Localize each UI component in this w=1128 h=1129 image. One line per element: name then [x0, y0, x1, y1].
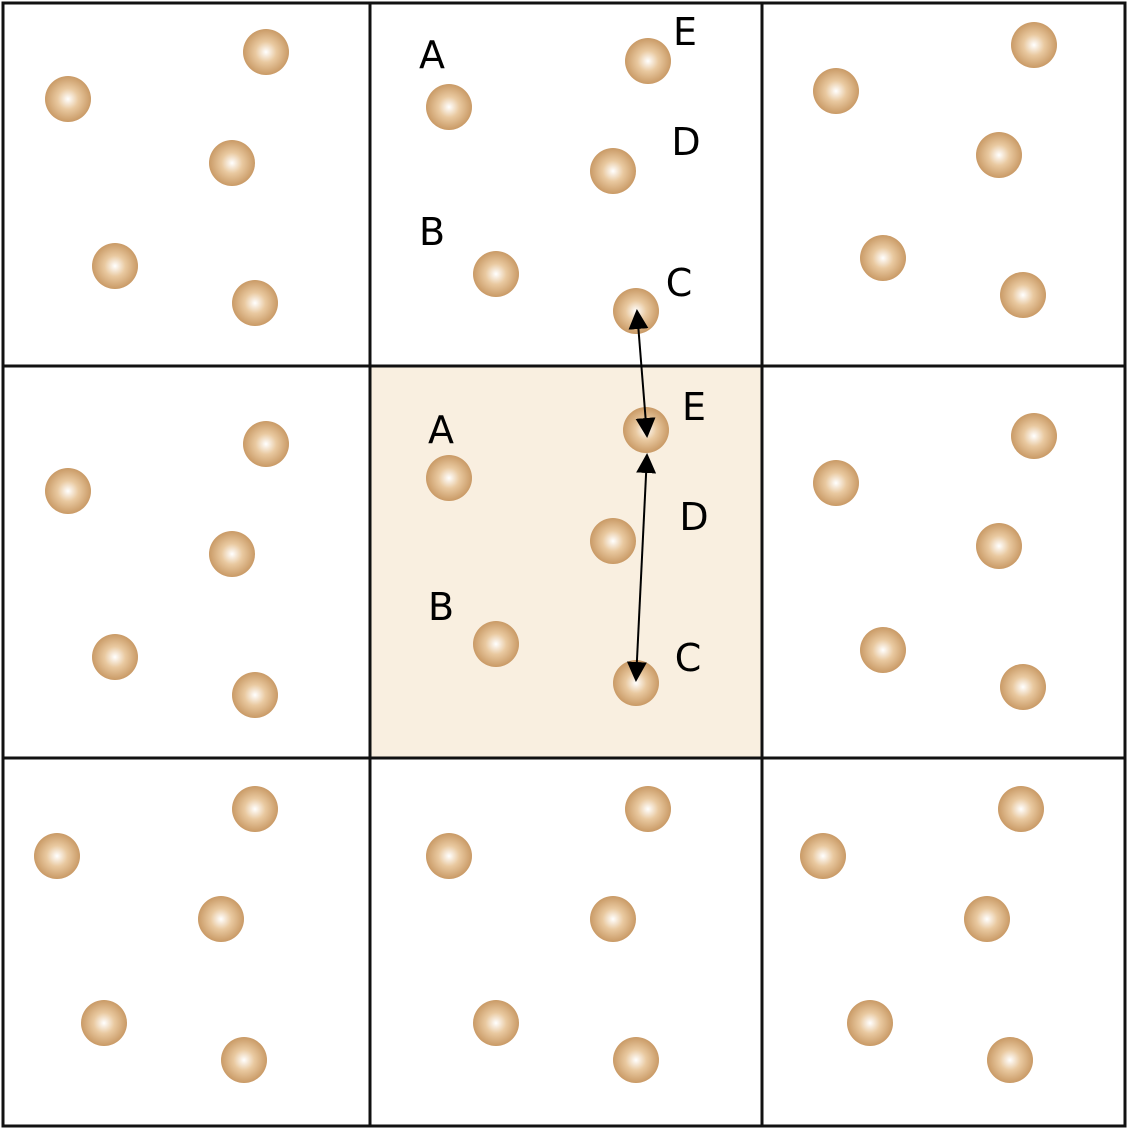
label-1-1-E: E — [682, 385, 706, 429]
particle-0-0-0 — [45, 76, 91, 122]
label-0-1-E: E — [673, 10, 697, 54]
image-cell-2-2 — [760, 756, 1127, 1128]
image-cell-1-0 — [1, 364, 372, 760]
image-cell-2-1 — [368, 756, 764, 1128]
particle-1-2-2 — [976, 523, 1022, 569]
particle-1-2-0 — [813, 460, 859, 506]
particle-0-2-2 — [976, 132, 1022, 178]
particle-2-2-1 — [998, 786, 1044, 832]
particle-1-0-3 — [92, 634, 138, 680]
particle-1-2-1 — [1011, 413, 1057, 459]
particle-1-0-4 — [232, 672, 278, 718]
particle-1-1-0 — [426, 455, 472, 501]
particle-2-0-1 — [232, 786, 278, 832]
label-1-1-C: C — [675, 636, 702, 680]
particle-2-0-2 — [198, 896, 244, 942]
image-cell-0-0 — [1, 1, 372, 368]
particle-0-1-4 — [625, 38, 671, 84]
label-1-1-B: B — [428, 585, 454, 629]
label-0-1-A: A — [419, 33, 445, 77]
label-0-1-B: B — [419, 210, 445, 254]
particle-0-0-3 — [92, 243, 138, 289]
label-1-1-A: A — [428, 408, 454, 452]
particle-2-2-4 — [987, 1037, 1033, 1083]
particle-2-0-4 — [221, 1037, 267, 1083]
particle-2-1-3 — [590, 896, 636, 942]
particle-0-1-0 — [426, 84, 472, 130]
distance-arrows — [626, 309, 657, 682]
label-0-1-D: D — [671, 120, 700, 164]
particle-1-0-0 — [45, 468, 91, 514]
particle-1-2-4 — [1000, 664, 1046, 710]
label-1-1-D: D — [679, 495, 708, 539]
particle-0-1-1 — [473, 251, 519, 297]
particle-2-0-0 — [34, 833, 80, 879]
particle-1-0-2 — [209, 531, 255, 577]
distance-arrow-1 — [626, 453, 657, 682]
image-cell-1-2 — [760, 364, 1127, 760]
image-cell-2-0 — [1, 756, 372, 1128]
particle-2-1-1 — [473, 1000, 519, 1046]
central-cell — [368, 364, 764, 760]
particle-0-2-0 — [813, 68, 859, 114]
particles — [34, 22, 1057, 1083]
particle-0-2-1 — [1011, 22, 1057, 68]
particle-0-2-4 — [1000, 272, 1046, 318]
label-0-1-C: C — [666, 261, 693, 305]
particle-0-2-3 — [860, 235, 906, 281]
particle-0-0-4 — [232, 280, 278, 326]
particle-0-0-2 — [209, 140, 255, 186]
distance-arrow-0 — [628, 309, 656, 438]
particle-2-2-3 — [847, 1000, 893, 1046]
particle-0-1-3 — [590, 148, 636, 194]
particle-0-0-1 — [243, 29, 289, 75]
particle-2-1-4 — [625, 786, 671, 832]
particle-1-2-3 — [860, 627, 906, 673]
particle-2-2-0 — [800, 833, 846, 879]
particle-1-1-3 — [590, 518, 636, 564]
particle-2-0-3 — [81, 1000, 127, 1046]
particle-0-1-2 — [613, 288, 659, 334]
particle-1-0-1 — [243, 421, 289, 467]
image-cell-0-2 — [760, 1, 1127, 368]
particle-2-1-2 — [613, 1037, 659, 1083]
particle-1-1-1 — [473, 621, 519, 667]
particle-labels: A B C D E A B C D E — [419, 10, 709, 680]
particle-2-1-0 — [426, 833, 472, 879]
particle-2-2-2 — [964, 896, 1010, 942]
